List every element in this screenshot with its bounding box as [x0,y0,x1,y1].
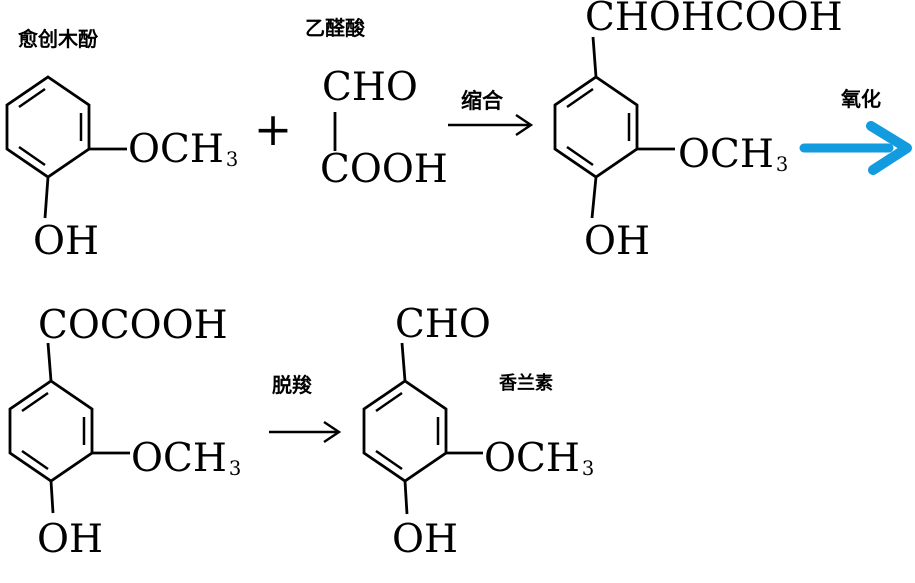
guaiacol-double-bond-top-left [18,87,46,109]
vanillin-double-bond-bottom-left [375,449,403,471]
decarboxylation-arrow-head [323,421,342,443]
vanillin-och3-text: OCH [484,436,580,481]
guaiacol-double-bond-bottom-left [18,145,46,167]
guaiacol-name-label: 愈创木酚 [18,27,98,51]
guaiacol-benzene-ring [5,75,91,179]
oxidation-step-label: 氧化 [841,87,881,111]
guaiacol-oh-group: OH [33,219,99,264]
oxidation-product-och3-subscript: 3 [228,457,242,481]
oxidation-product-chain-bond [46,342,53,382]
condensation-product-structure [553,36,675,219]
glyoxylic-cooh-group: COOH [320,147,448,192]
guaiacol-och3-text: OCH [128,127,224,172]
condensation-product-och3-text: OCH [678,132,774,177]
condensation-product-chain-bond [591,36,598,78]
condensation-product-oh-bond [590,176,598,219]
vanillin-oh-group: OH [392,517,458,562]
vanillin-och3-subscript: 3 [581,457,595,481]
oxidation-product-oh-bond [49,480,55,514]
condensation-product-chain-group: CHOHCOOH [585,0,843,40]
condensation-product-och3-subscript: 3 [775,153,789,177]
oxidation-product-structure [8,342,130,514]
vanillin-oh-bond [403,480,409,515]
vanillin-cho-group: CHO [395,302,491,347]
oxidation-product-oh-group: OH [37,517,103,562]
condensation-step-label: 缩合 [461,89,503,113]
guaiacol-oh-bond [43,176,50,219]
oxidation-arrow [799,121,912,175]
oxidation-product-double-bond-bottom-left [21,449,49,471]
condensation-product-benzene-ring [553,75,639,179]
vanillin-structure [362,342,483,515]
plus-operator: + [253,102,293,156]
oxidation-product-double-bond-top-left [21,391,49,413]
vanillin-name-label: 香兰素 [499,373,553,394]
oxidation-product-chain-group: COCOOH [38,303,228,348]
oxidation-arrow-head [866,121,912,175]
guaiacol-och3-subscript: 3 [225,148,239,172]
vanillin-cho-bond [400,342,407,382]
oxidation-product-benzene-ring [8,379,94,483]
condensation-arrow-head [515,114,534,136]
guaiacol-structure [5,75,127,219]
condensation-arrow [448,114,534,136]
vanillin-double-bond-top-left [375,391,403,413]
decarboxylation-step-label: 脱羧 [272,373,312,397]
condensation-product-oh-group: OH [584,219,650,264]
oxidation-product-och3-text: OCH [131,436,227,481]
decarboxylation-arrow [269,421,342,443]
condensation-product-double-bond-top-left [566,87,594,109]
vanillin-benzene-ring [362,379,448,483]
condensation-product-double-bond-bottom-left [566,145,594,167]
glyoxylic-acid-name-label: 乙醛酸 [305,16,365,40]
glyoxylic-cho-group: CHO [322,65,418,110]
